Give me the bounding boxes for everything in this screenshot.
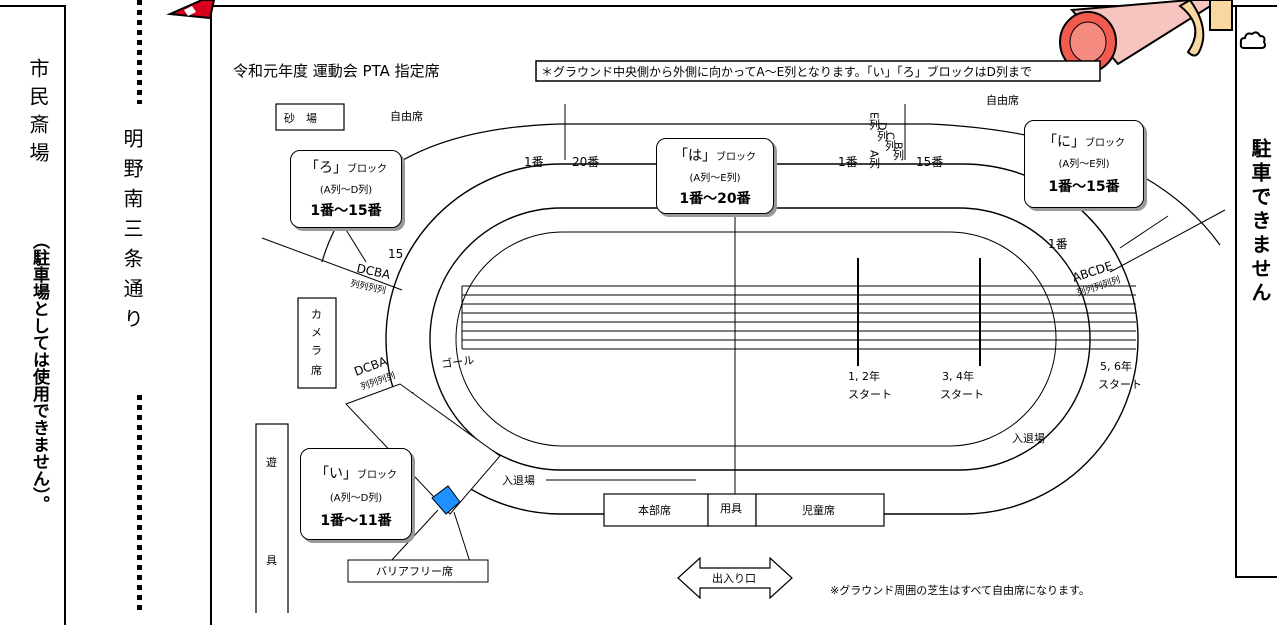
- seat-number-1-top-left: 1番: [524, 155, 544, 169]
- svg-text:A列: A列: [868, 150, 881, 169]
- svg-text:カ: カ: [311, 308, 322, 321]
- sand-pit: [275, 103, 345, 131]
- left-column-frame: [0, 5, 66, 625]
- block-ha-suffix: ブロック: [716, 152, 756, 163]
- outer-track: [385, 163, 1139, 515]
- svg-text:C列: C列: [884, 132, 897, 151]
- block-ro-name: 「ろ」: [305, 160, 347, 176]
- no-parking-notice: 駐車できません: [1248, 138, 1272, 306]
- block-ha-rows: (A列～E列): [689, 173, 741, 184]
- equipment-left-bottom: 具: [266, 554, 277, 567]
- svg-text:B列: B列: [892, 142, 905, 161]
- block-ha-name: 「は」: [674, 148, 716, 164]
- start-grade-34: 3, 4年: [942, 369, 974, 383]
- row-labels-vertical: E列 D列 C列 B列 A列: [868, 112, 905, 169]
- note-box: [535, 60, 1101, 82]
- block-i-seats: 1番～11番: [320, 513, 392, 529]
- straight-lanes: [461, 285, 1136, 350]
- barrier-free-label: バリアフリー席: [376, 564, 453, 578]
- equipment-box-left: [255, 423, 289, 613]
- block-ni-name: 「に」: [1043, 134, 1085, 150]
- street-name: 明野南三条通り: [120, 128, 144, 338]
- gate-arrow: [677, 556, 793, 600]
- block-ro-seats: 1番～15番: [310, 203, 382, 219]
- equipment-label: 用具: [720, 502, 742, 515]
- block-ni-suffix: ブロック: [1085, 138, 1125, 149]
- seat-number-15-left: 15: [388, 247, 403, 261]
- gate-label: 出入り口: [712, 571, 756, 585]
- svg-text:D列: D列: [876, 122, 889, 142]
- inner-field: [455, 231, 1057, 447]
- facility-name: 市民斎場: [26, 58, 50, 170]
- note-text: ＊グラウンド中央側から外側に向かってA～E列となります。「い」「ろ」ブロックはD…: [541, 64, 1032, 79]
- svg-text:メ: メ: [311, 326, 322, 339]
- block-i-rows: (A列～D列): [329, 493, 383, 504]
- start-label-12: スタート: [848, 388, 892, 401]
- entrance-left: 入退場: [502, 474, 535, 487]
- block-ro-callout: 「ろ」ブロック (A列～D列) 1番～15番: [290, 150, 402, 228]
- hq-seat-box: [603, 493, 709, 527]
- camera-seat-box: [297, 297, 337, 389]
- children-seat-label: 児童席: [802, 503, 835, 517]
- corner-line-left: [261, 237, 403, 291]
- camera-seat-label: カ メ ラ 席: [311, 308, 322, 377]
- start-label-56: スタート: [1098, 378, 1142, 391]
- right-column-frame: [1235, 5, 1277, 578]
- start-grade-56: 5, 6年: [1100, 359, 1132, 373]
- lawn-note: ※グラウンド周囲の芝生はすべて自由席になります。: [830, 583, 1090, 597]
- inner-track: [429, 207, 1091, 471]
- free-seat-right: 自由席: [986, 93, 1019, 107]
- parking-notice: （駐車場としては使用できません）。: [29, 232, 49, 513]
- block-i-name: 「い」: [315, 466, 357, 482]
- svg-text:席: 席: [311, 363, 322, 377]
- entrance-right: 入退場: [1012, 432, 1045, 445]
- block-ha-callout: 「は」ブロック (A列～E列) 1番～20番: [656, 138, 774, 214]
- cloud-icon: [1239, 31, 1267, 49]
- seat-number-1-top-mid: 1番: [838, 155, 858, 169]
- equipment-box: [707, 493, 757, 527]
- block-i-wedge: [345, 383, 501, 515]
- children-seat-box: [755, 493, 885, 527]
- diagram-frame: [210, 5, 1240, 625]
- free-seat-left: 自由席: [390, 109, 423, 123]
- seat-number-20: 20番: [572, 155, 599, 169]
- corner-line-right-2: [1119, 215, 1169, 249]
- goal-label: ゴール: [440, 353, 475, 371]
- block-i-suffix: ブロック: [357, 470, 397, 481]
- hq-seat-label: 本部席: [638, 503, 671, 517]
- block-ni-seats: 1番～15番: [1048, 179, 1120, 195]
- block-ha-seats: 1番～20番: [679, 191, 751, 207]
- street-dots-bottom: [137, 395, 142, 613]
- corner-line-right: [1109, 209, 1226, 273]
- barrier-free-box: [347, 559, 489, 583]
- block-ro-suffix: ブロック: [347, 164, 387, 175]
- equipment-left-top: 遊: [266, 455, 277, 469]
- block-ro-rows: (A列～D列): [319, 185, 373, 196]
- seat-number-1-right: 1番: [1048, 237, 1068, 251]
- barrier-free-leader-2: [453, 511, 471, 563]
- sand-pit-label: 砂 場: [284, 112, 317, 125]
- barrier-free-leader-1: [389, 509, 439, 563]
- start-grade-12: 1, 2年: [848, 369, 880, 383]
- block-ni-rows: (A列～E列): [1058, 159, 1110, 170]
- flag-icon: [166, 0, 216, 20]
- seat-number-15-top: 15番: [916, 155, 943, 169]
- megaphone-icon: [1059, 0, 1233, 73]
- start-label-34: スタート: [940, 388, 984, 401]
- svg-text:E列: E列: [868, 112, 881, 131]
- svg-text:ラ: ラ: [311, 344, 322, 357]
- diagram-title: 令和元年度 運動会 PTA 指定席: [233, 62, 440, 80]
- street-dots-top: [137, 0, 142, 104]
- block-ni-callout: 「に」ブロック (A列～E列) 1番～15番: [1024, 120, 1144, 208]
- block-i-callout: 「い」ブロック (A列～D列) 1番～11番: [300, 448, 412, 540]
- barrier-free-marker: [431, 485, 461, 515]
